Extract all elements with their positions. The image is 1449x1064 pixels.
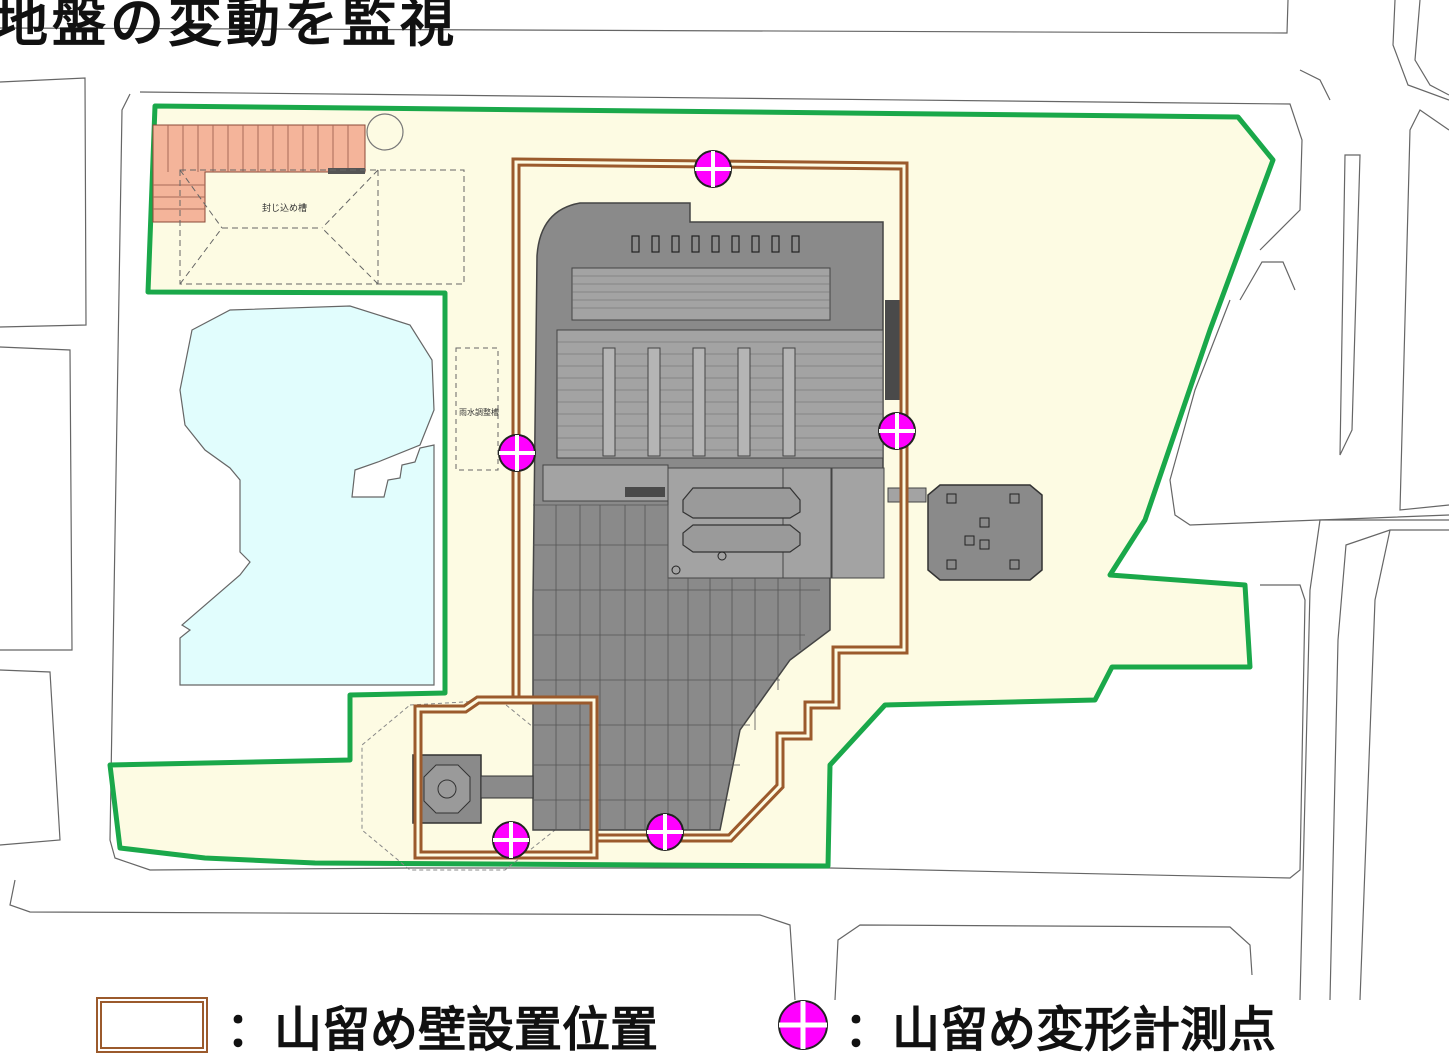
legend-measurement-point: ：山留め変形計測点 [776, 992, 1276, 1058]
sw-annex [412, 754, 534, 824]
measurement-point-west[interactable] [498, 434, 536, 472]
measurement-point-legend-label: ：山留め変形計測点 [844, 1002, 1277, 1058]
measurement-points [492, 150, 916, 859]
retaining-wall-legend-label: ：山留め壁設置位置 [226, 1002, 659, 1058]
rain-tank-label: 雨水調整槽 [459, 407, 499, 417]
stairs-block [152, 124, 366, 223]
retaining-wall [413, 157, 909, 860]
pond [179, 305, 435, 686]
measurement-point-icon [778, 1000, 828, 1050]
rain-tank [455, 347, 499, 471]
measurement-point-south[interactable] [646, 813, 684, 851]
measurement-point-southwest[interactable] [492, 821, 530, 859]
sealed-tank [179, 169, 465, 285]
measurement-point-north[interactable] [694, 150, 732, 188]
main-building [532, 202, 927, 831]
sealed-tank-label: 封じ込め槽 [262, 202, 307, 214]
measurement-point-east[interactable] [878, 412, 916, 450]
east-annex [927, 484, 1043, 581]
legend-retaining-wall: ：山留め壁設置位置 [96, 992, 658, 1058]
page-title: 地盤の変動を監視 [0, 0, 458, 54]
street-lines [0, 0, 1449, 1001]
retaining-wall-swatch [96, 997, 208, 1053]
sw-octagon-outline [361, 699, 556, 871]
